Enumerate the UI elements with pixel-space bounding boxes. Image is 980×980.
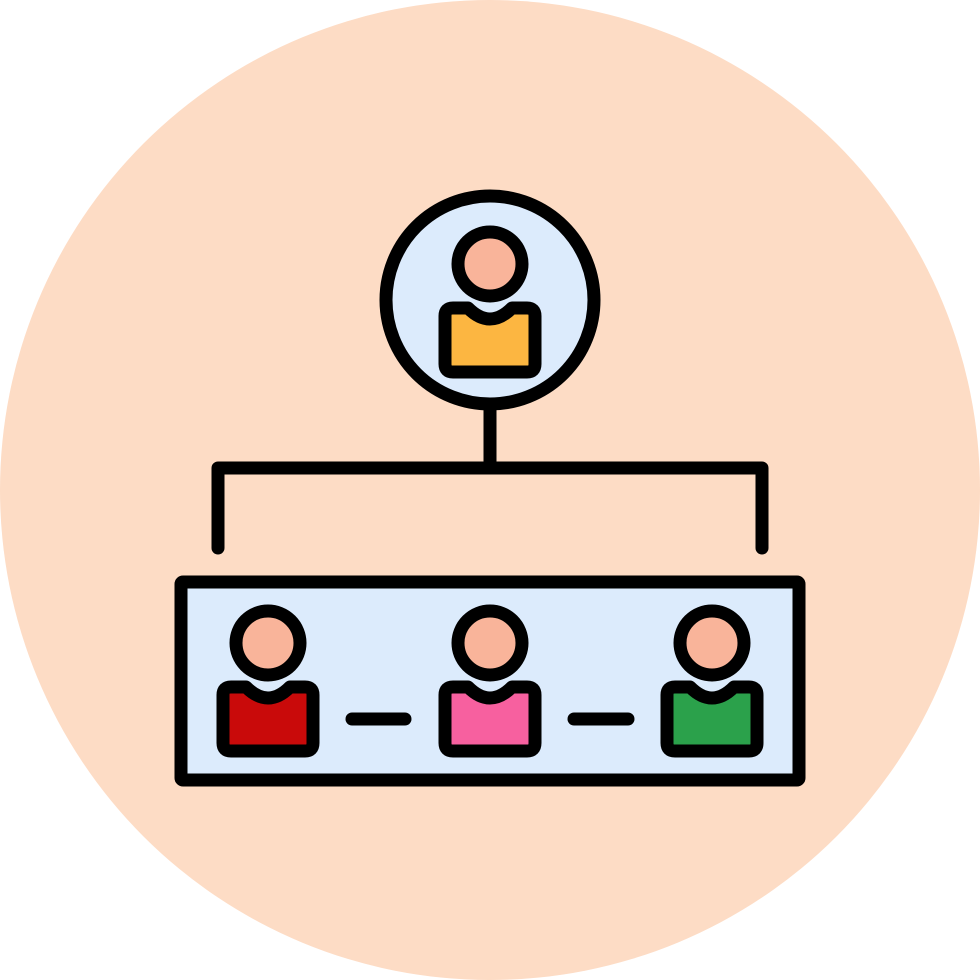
member-2-user-head bbox=[451, 604, 529, 682]
member-2-user-body bbox=[438, 680, 542, 758]
leader-user-body bbox=[438, 301, 542, 379]
leader-user-icon bbox=[438, 225, 542, 379]
member-1-user-body bbox=[216, 680, 320, 758]
team-members bbox=[216, 604, 764, 758]
member-user-icon-1 bbox=[216, 604, 320, 758]
member-user-icon-2 bbox=[438, 604, 542, 758]
leader-user-head bbox=[451, 225, 529, 303]
hierarchy-connectors bbox=[211, 398, 769, 555]
member-user-icon-3 bbox=[660, 604, 764, 758]
member-3-user-body bbox=[660, 680, 764, 758]
member-3-user-head bbox=[673, 604, 751, 682]
leader-node bbox=[379, 189, 601, 411]
branch-line bbox=[211, 461, 769, 555]
member-1-user-head bbox=[229, 604, 307, 682]
